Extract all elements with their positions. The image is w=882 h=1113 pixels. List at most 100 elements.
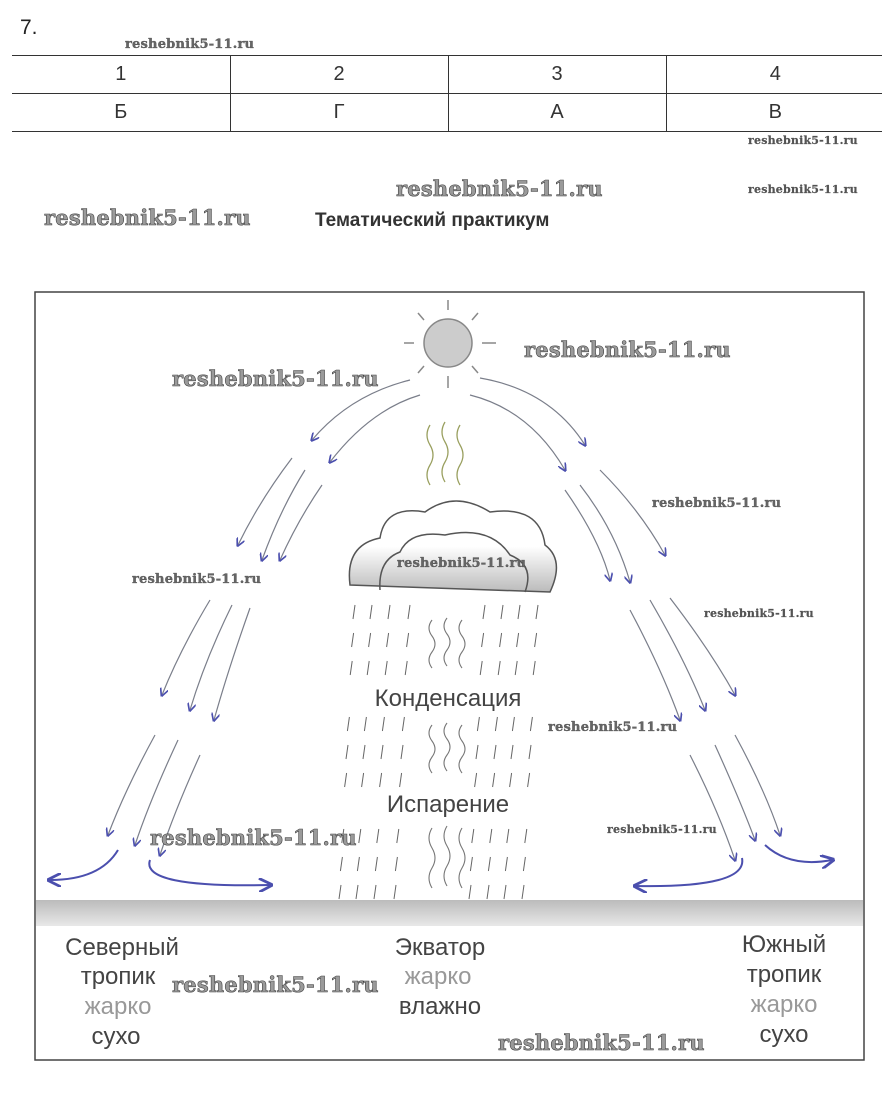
rain-dash (399, 772, 403, 788)
rain-dash (471, 828, 475, 844)
rain-dash (503, 884, 507, 900)
zone-temperature: жарко (751, 991, 818, 1018)
table-header-cell: 2 (229, 55, 449, 94)
rain-dash (468, 884, 472, 900)
diagram-frame (34, 291, 865, 1061)
heat-waves-icon (426, 421, 464, 486)
rain-dash (532, 660, 536, 676)
rain-dash (380, 744, 384, 760)
zone-name-2: тропик (747, 961, 822, 988)
rain-dash (401, 716, 405, 732)
rain-dash (363, 716, 367, 732)
condensation-label: Конденсация (375, 685, 522, 712)
zone-equator: Экватор жарко влажно (395, 934, 485, 1020)
watermark: reshebnik5-11.ru (172, 972, 379, 998)
rain-dash (521, 884, 525, 900)
rain-dash (355, 884, 359, 900)
rain-dash (524, 828, 528, 844)
rain-dash (493, 744, 497, 760)
zone-name: Северный (65, 934, 179, 961)
rain-dash (476, 716, 480, 732)
rain-dash (351, 632, 355, 648)
zone-humidity: сухо (759, 1021, 808, 1048)
rain-dash (387, 604, 391, 620)
rain-dash (381, 716, 385, 732)
rain-dash (511, 716, 515, 732)
rain-dash (492, 772, 496, 788)
table-answer-cell: В (665, 93, 882, 132)
zone-temperature: жарко (405, 963, 472, 990)
zone-name: Южный (742, 931, 826, 958)
rain-dash (469, 856, 473, 872)
watermark: reshebnik5-11.ru (704, 607, 814, 620)
evaporation-label: Испарение (387, 791, 509, 818)
rain-dash (499, 632, 503, 648)
watermark: reshebnik5-11.ru (44, 205, 251, 231)
rain-dash (344, 772, 348, 788)
subtitle: Тематический практикум (315, 210, 550, 231)
rain-dash (475, 744, 479, 760)
rain-dash (529, 716, 533, 732)
rain-dash (528, 744, 532, 760)
watermark: reshebnik5-11.ru (498, 1030, 705, 1056)
rain-dash (479, 660, 483, 676)
zone-north-tropic: Северный тропик жарко сухо (65, 934, 179, 1050)
rain-dash (349, 660, 353, 676)
zone-south-tropic: Южный тропик жарко сухо (742, 931, 826, 1048)
table-answer-cell: Г (229, 93, 449, 132)
rain-dash (339, 856, 343, 872)
descending-air-arrows-left (108, 379, 421, 855)
surface-wind-arrows (50, 844, 832, 886)
rain-dash (368, 632, 372, 648)
task-number: 7. (20, 16, 38, 39)
rain-dash (481, 632, 485, 648)
watermark: reshebnik5-11.ru (748, 183, 858, 196)
table-header-row: 1 2 3 4 (12, 55, 882, 94)
watermark: reshebnik5-11.ru (607, 823, 717, 836)
rain-dash (361, 772, 365, 788)
watermark: reshebnik5-11.ru (524, 337, 731, 363)
cloud-icon (348, 500, 558, 593)
rain-dash (516, 632, 520, 648)
rain-dash (396, 828, 400, 844)
rain-dash (500, 604, 504, 620)
rain-dash (345, 744, 349, 760)
rain-dash (522, 856, 526, 872)
rain-dash (352, 604, 356, 620)
rain-dash (356, 856, 360, 872)
rain-dash (369, 604, 373, 620)
table-header-cell: 4 (665, 55, 882, 94)
rain-dash (406, 632, 410, 648)
rain-dash (394, 856, 398, 872)
watermark: reshebnik5-11.ru (150, 825, 357, 851)
rain-dash (374, 856, 378, 872)
rain-dash (510, 744, 514, 760)
watermark: reshebnik5-11.ru (397, 556, 527, 571)
rain-dash (474, 772, 478, 788)
rain-dash (362, 744, 366, 760)
rain-dash (497, 660, 501, 676)
rain-dash (514, 660, 518, 676)
answer-table: 1 2 3 4 Б Г А В (12, 55, 882, 132)
rain-dash (393, 884, 397, 900)
rain-dash (379, 772, 383, 788)
watermark: reshebnik5-11.ru (548, 720, 678, 735)
rain-dash (386, 632, 390, 648)
rain-dash (346, 716, 350, 732)
rain-lines (338, 604, 539, 900)
watermark: reshebnik5-11.ru (396, 176, 603, 202)
rain-dash (376, 828, 380, 844)
zone-temperature: жарко (85, 993, 152, 1020)
evaporation-waves-icon (428, 617, 466, 889)
rain-dash (504, 856, 508, 872)
zone-humidity: сухо (91, 1023, 140, 1050)
rain-dash (527, 772, 531, 788)
rain-dash (400, 744, 404, 760)
rain-dash (535, 604, 539, 620)
rain-dash (338, 884, 342, 900)
rain-dash (534, 632, 538, 648)
watermark: reshebnik5-11.ru (748, 134, 858, 147)
rain-dash (482, 604, 486, 620)
rain-dash (407, 604, 411, 620)
